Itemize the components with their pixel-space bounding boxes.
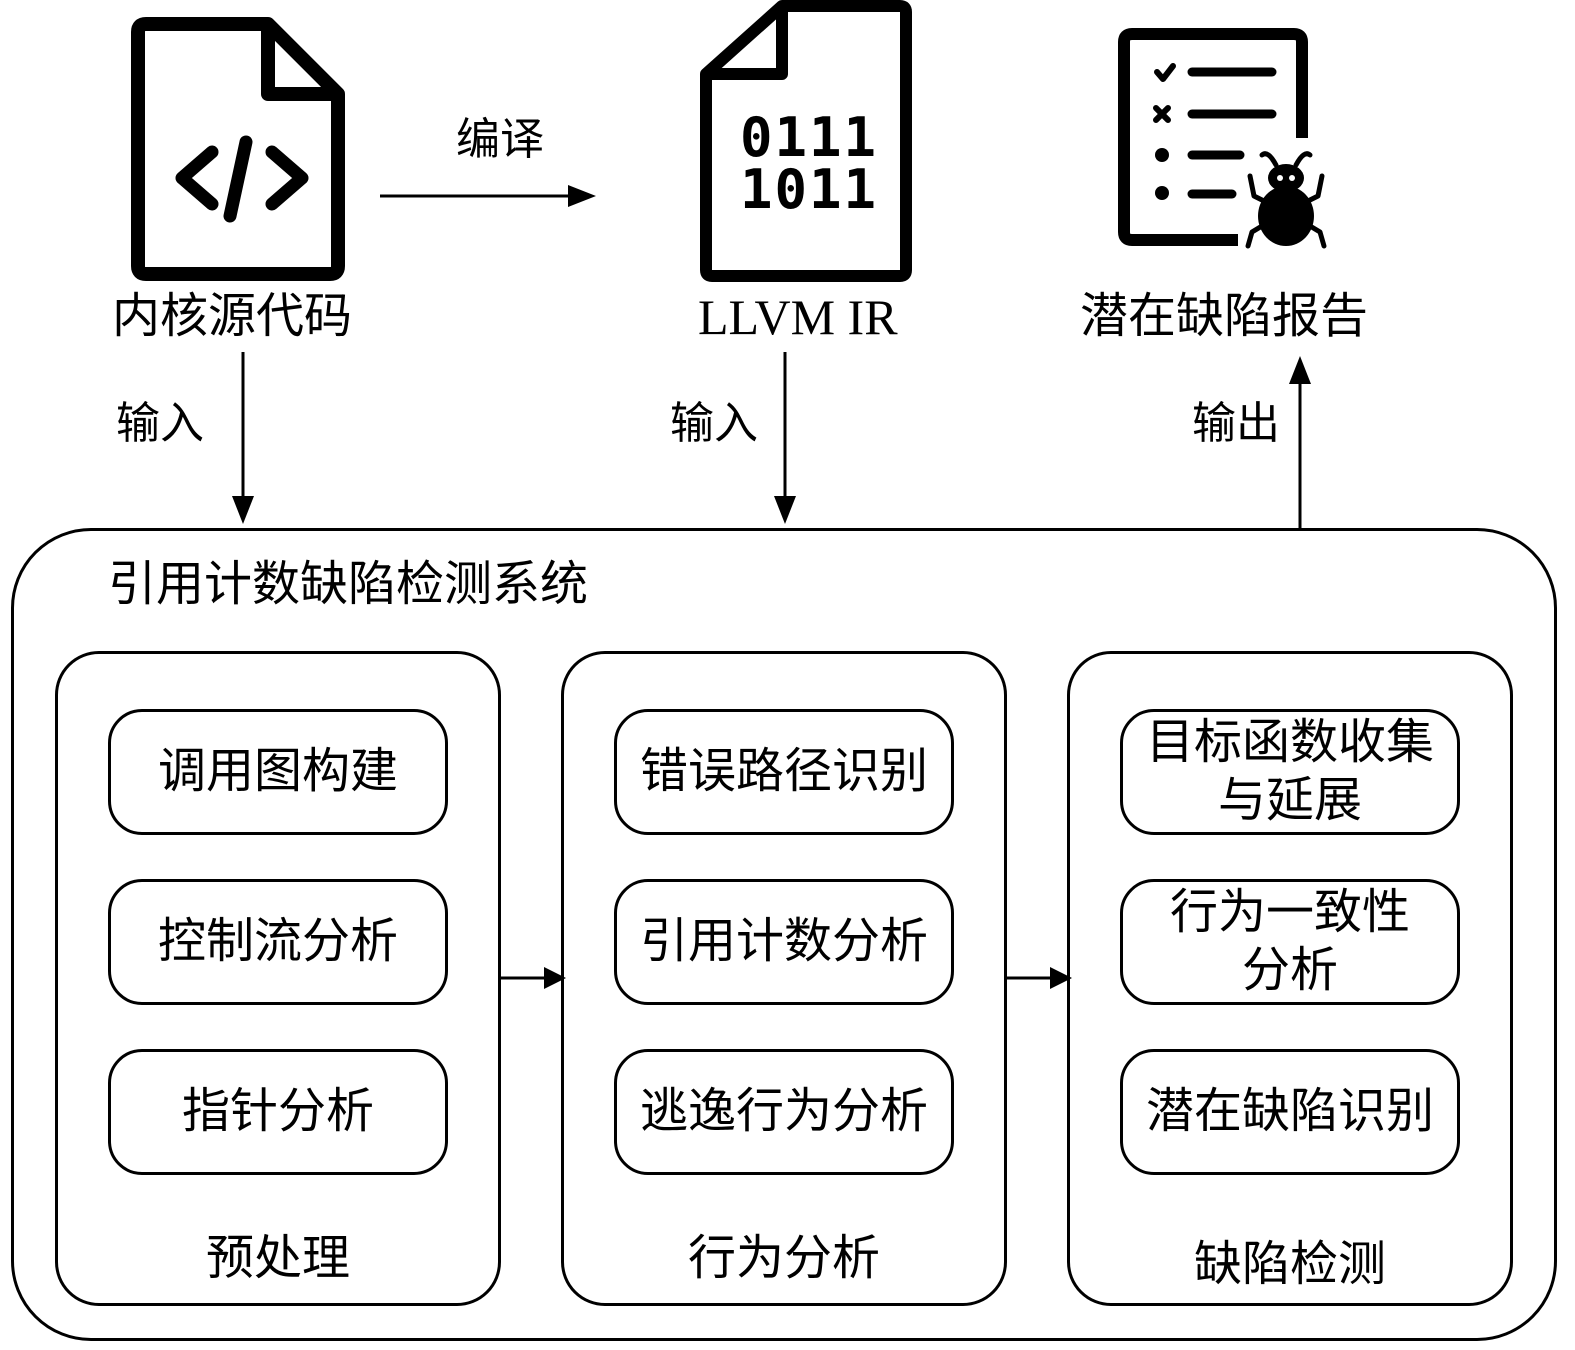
panel2-to-panel3-arrowhead xyxy=(1050,967,1072,989)
output-label: 输出 xyxy=(1192,398,1280,449)
module-consistency[interactable]: 行为一致性分析 xyxy=(1120,879,1460,1005)
report-label: 潜在缺陷报告 xyxy=(1080,288,1369,344)
input-left-label: 输入 xyxy=(116,398,204,449)
system-title: 引用计数缺陷检测系统 xyxy=(108,556,589,612)
module-escape-analysis[interactable]: 逃逸行为分析 xyxy=(614,1049,954,1175)
panel-behavior-analysis: 行为分析 xyxy=(561,651,1007,1306)
input-mid-arrowhead xyxy=(774,496,796,524)
input-mid-label: 输入 xyxy=(670,398,758,449)
panel-title: 缺陷检测 xyxy=(1193,1236,1386,1292)
module-target-function[interactable]: 目标函数收集与延展 xyxy=(1120,709,1460,835)
output-arrowhead xyxy=(1289,356,1311,384)
module-pointer-analysis[interactable]: 指针分析 xyxy=(108,1049,448,1175)
binary-line-1: 0111 xyxy=(739,106,879,169)
module-call-graph[interactable]: 调用图构建 xyxy=(108,709,448,835)
source-code-label: 内核源代码 xyxy=(112,288,353,344)
compile-arrowhead xyxy=(568,185,596,207)
module-control-flow[interactable]: 控制流分析 xyxy=(108,879,448,1005)
llvm-ir-label: LLVM IR xyxy=(698,289,898,345)
system-container xyxy=(11,528,1557,1341)
panel-preprocessing: 预处理 xyxy=(55,651,501,1306)
binary-line-2: 1011 xyxy=(739,158,879,221)
module-defect-identify[interactable]: 潜在缺陷识别 xyxy=(1120,1049,1460,1175)
panel1-to-panel2-arrowhead xyxy=(544,967,566,989)
panel-title: 预处理 xyxy=(205,1230,350,1286)
module-refcount-analysis[interactable]: 引用计数分析 xyxy=(614,879,954,1005)
panel-title: 行为分析 xyxy=(687,1230,880,1286)
module-error-path[interactable]: 错误路径识别 xyxy=(614,709,954,835)
compile-label: 编译 xyxy=(456,114,544,165)
panel-defect-detection: 缺陷检测 xyxy=(1067,651,1513,1306)
input-left-arrowhead xyxy=(232,496,254,524)
